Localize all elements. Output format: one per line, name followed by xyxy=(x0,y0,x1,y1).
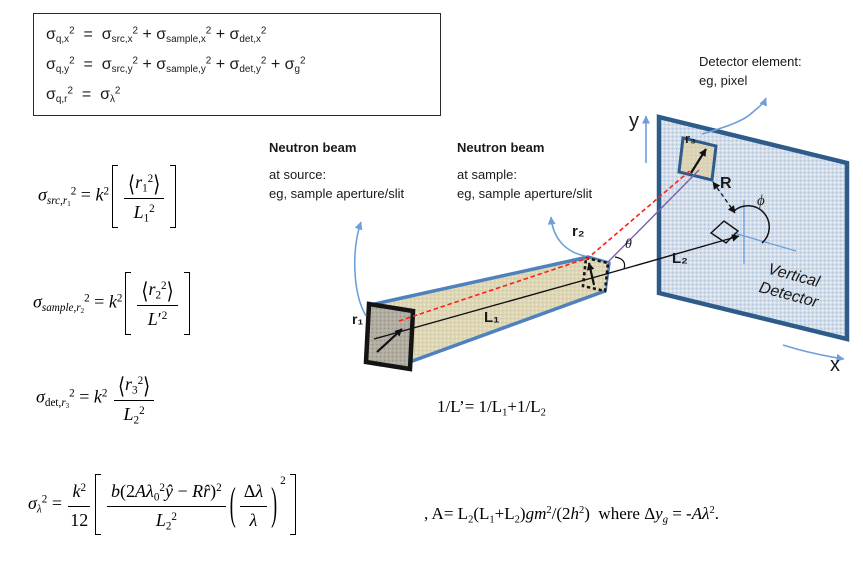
right-angle-marker xyxy=(709,220,740,244)
r3-label: r₃ xyxy=(685,131,697,146)
note-line: eg, sample aperture/slit xyxy=(457,186,593,201)
scattered-ray-red xyxy=(398,168,693,322)
beam-center-horizontal-line xyxy=(733,232,797,252)
r3-vector-arrow xyxy=(690,148,707,174)
l1-label: L₁ xyxy=(484,309,500,326)
equation-l-prime: 1/L’= 1/L1+1/L2 xyxy=(437,397,546,419)
r1-vector-arrow xyxy=(376,328,403,353)
source-aperture xyxy=(363,301,416,372)
beam-axis-line xyxy=(373,234,740,340)
detector-pixel xyxy=(677,136,718,182)
leader-arrow-sample xyxy=(547,216,586,257)
note-title: Neutron beam xyxy=(457,140,545,155)
equation-sigma-det: σdet,r32 = k2 ⟨r32⟩L22 xyxy=(36,372,156,426)
leader-arrow-source xyxy=(354,221,367,317)
note-line: at sample: xyxy=(457,167,517,182)
equation-sigma-qy: σq,y2 = σsrc,y2 + σsample,y2 + σdet,y2 +… xyxy=(46,55,306,76)
equation-sigma-sample: σsample,r22 = k2⟨r22⟩L′2 xyxy=(33,272,193,335)
r-distance-label: R xyxy=(720,175,732,192)
detector-element-note: Detector element: eg, pixel xyxy=(699,52,802,90)
scattered-ray-purple xyxy=(606,169,700,264)
neutron-beam-sample-note: Neutron beam at sample: eg, sample apert… xyxy=(457,140,632,203)
theta-angle-arc xyxy=(614,256,626,270)
r-distance-line xyxy=(712,181,736,214)
equation-sigma-qx: σq,x2 = σsrc,x2 + σsample,x2 + σdet,x2 xyxy=(46,25,267,46)
equation-gravity-A: , A= L2(L1+L2)gm2/(2h2) where Δyg = -Aλ2… xyxy=(424,504,719,526)
note-line: Detector element: xyxy=(699,54,802,69)
equation-sigma-qr: σq,r2 = σλ2 xyxy=(46,85,121,106)
q-variance-equation-box: σq,x2 = σsrc,x2 + σsample,x2 + σdet,x2 σ… xyxy=(33,13,441,116)
leader-arrow-pixel xyxy=(701,97,767,135)
y-axis-label: y xyxy=(629,110,639,132)
note-line: at source: xyxy=(269,167,327,182)
phi-angle-arc xyxy=(733,204,771,244)
phi-label: ϕ xyxy=(757,193,765,209)
neutron-beam-source-note: Neutron beam at source: eg, sample apert… xyxy=(269,140,444,203)
note-title: Neutron beam xyxy=(269,140,357,155)
r2-vector-arrow xyxy=(586,262,596,286)
note-line: eg, pixel xyxy=(699,73,748,88)
note-line: eg, sample aperture/slit xyxy=(269,186,405,201)
x-axis-arrow xyxy=(782,344,845,362)
equation-sigma-src: σsrc,r12 = k2⟨r12⟩L12 xyxy=(38,165,179,228)
r1-label: r₁ xyxy=(352,311,364,327)
theta-label: θ xyxy=(625,237,632,252)
r2-label: r₂ xyxy=(572,223,585,240)
x-axis-label: x xyxy=(830,354,840,376)
l2-label: L₂ xyxy=(672,250,688,267)
